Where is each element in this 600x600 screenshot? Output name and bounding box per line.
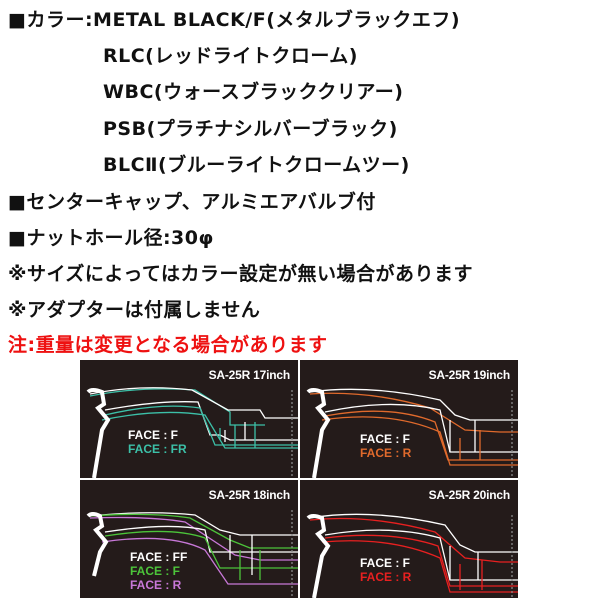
warning-weight: 注:重量は変更となる場合があります (8, 334, 328, 356)
note-adapter: ※アダプターは付属しません (8, 299, 261, 321)
spec-line-psb: PSB(プラチナシルバーブラック) (103, 118, 398, 140)
legend: FACE : F FACE : FR (128, 428, 187, 456)
legend-item: FACE : F (360, 556, 410, 570)
diagram-18inch: SA-25R 18inch FACE : FF FACE : F FACE : … (80, 480, 298, 598)
spec-line-nut-hole: ■ナットホール径:30φ (8, 227, 214, 249)
legend-item: FACE : F (130, 564, 180, 578)
wheel-profile-20-icon (306, 513, 518, 598)
wheel-profile-18-icon (86, 510, 298, 598)
spec-line-color: ■カラー:METAL BLACK/F(メタルブラックエフ) (8, 9, 461, 31)
legend-item: FACE : R (130, 578, 182, 592)
wheel-profile-17-icon (86, 387, 298, 478)
wheel-profile-diagrams: SA-25R 17inch FACE : F FACE : FR SA-25R … (80, 360, 518, 600)
diagram-title: SA-25R 18inch (208, 488, 291, 502)
diagram-17inch: SA-25R 17inch FACE : F FACE : FR (80, 360, 298, 478)
spec-line-rlc: RLC(レッドライトクローム) (103, 45, 358, 67)
note-size-color: ※サイズによってはカラー設定が無い場合があります (8, 263, 474, 285)
diagram-title: SA-25R 20inch (428, 488, 511, 502)
diagram-title: SA-25R 19inch (428, 368, 511, 382)
spec-line-wbc: WBC(ウォースブラッククリアー) (103, 81, 404, 103)
legend: FACE : FF FACE : F FACE : R (130, 550, 187, 592)
legend: FACE : F FACE : R (360, 432, 411, 460)
diagram-19inch: SA-25R 19inch FACE : F FACE : R (300, 360, 518, 478)
spec-line-center-cap: ■センターキャップ、アルミエアバルブ付 (8, 191, 376, 213)
legend-item: FACE : F (128, 428, 178, 442)
legend-item: FACE : F (360, 432, 410, 446)
legend-item: FACE : FF (130, 550, 188, 564)
diagram-title: SA-25R 17inch (208, 368, 291, 382)
legend-item: FACE : R (360, 446, 412, 460)
legend: FACE : F FACE : R (360, 556, 411, 584)
legend-item: FACE : R (360, 570, 412, 584)
legend-item: FACE : FR (128, 442, 187, 456)
diagram-20inch: SA-25R 20inch FACE : F FACE : R (300, 480, 518, 598)
wheel-profile-19-icon (306, 388, 518, 478)
spec-line-blc2: BLCⅡ(ブルーライトクロームツー) (103, 154, 410, 176)
